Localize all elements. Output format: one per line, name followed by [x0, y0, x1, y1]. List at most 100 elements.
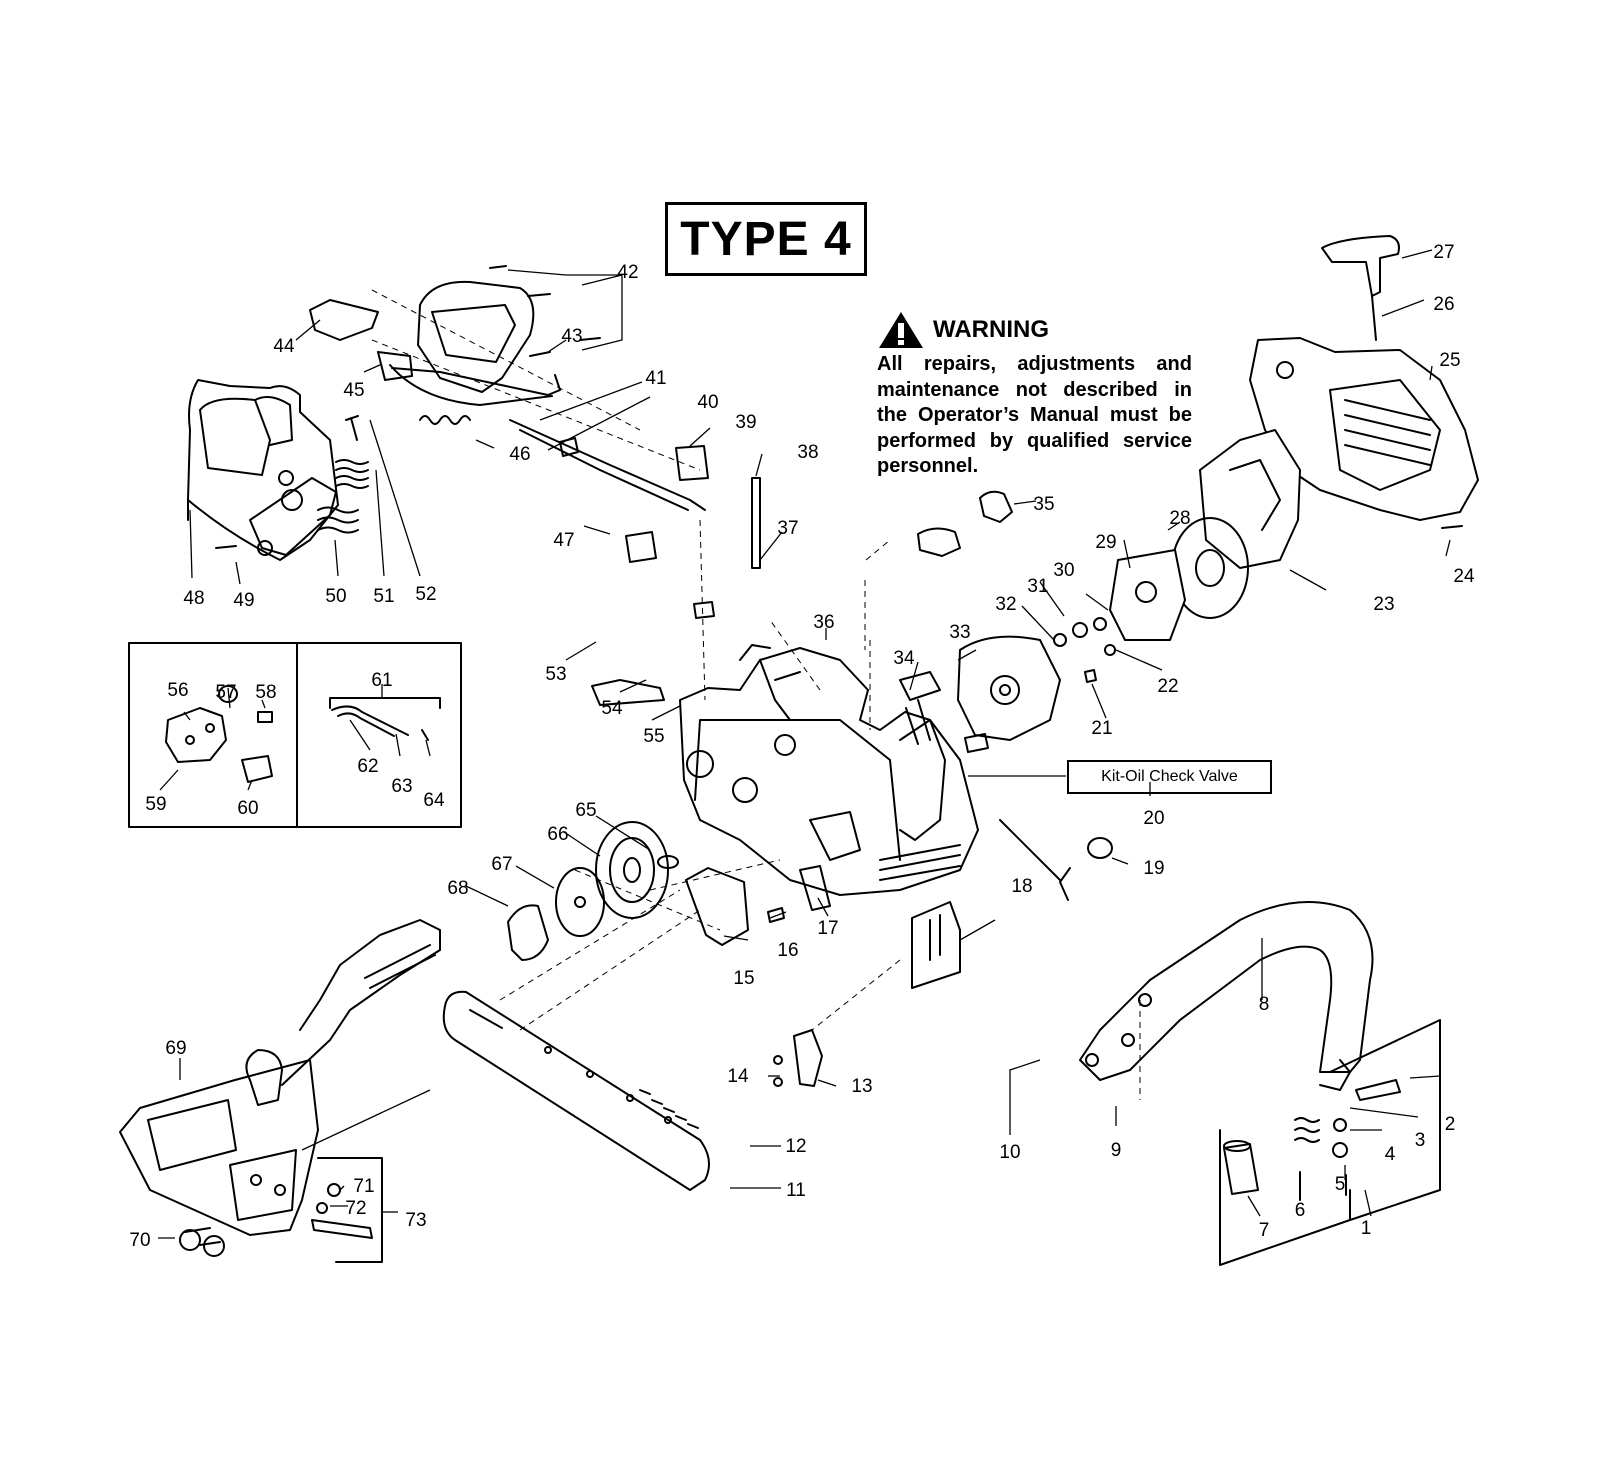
- kit-73-bracket: [317, 1157, 383, 1263]
- bar-stud-parts: [311, 1183, 373, 1239]
- callout-33: 33: [949, 622, 970, 643]
- crankcase-part: [591, 644, 979, 896]
- callout-11: 11: [786, 1180, 806, 1201]
- callout-32: 32: [995, 594, 1016, 615]
- callout-65: 65: [575, 800, 596, 821]
- callout-1: 1: [1361, 1218, 1372, 1239]
- callout-66: 66: [547, 824, 568, 845]
- callout-23: 23: [1373, 594, 1394, 615]
- callout-52: 52: [415, 584, 436, 605]
- callout-labels: 1 2 3 4 5 6 7 8 9 10 11 12 13 14 15 16 1…: [129, 242, 1475, 1251]
- callout-21: 21: [1091, 718, 1112, 739]
- callout-25: 25: [1439, 350, 1460, 371]
- callout-9: 9: [1111, 1140, 1122, 1161]
- callout-4: 4: [1385, 1144, 1396, 1165]
- callout-41: 41: [645, 368, 666, 389]
- callout-45: 45: [343, 380, 364, 401]
- callout-64: 64: [423, 790, 445, 811]
- callout-62: 62: [357, 756, 378, 777]
- av-kit-bracket: [1219, 1019, 1441, 1266]
- springs-part: [215, 415, 369, 549]
- callout-37: 37: [777, 518, 798, 539]
- warning-notice: WARNING All repairs, adjustments and mai…: [877, 310, 1192, 480]
- callout-58: 58: [255, 682, 276, 703]
- warning-triangle-icon: [879, 312, 923, 348]
- small-parts: [625, 445, 761, 619]
- callout-40: 40: [697, 392, 718, 413]
- callout-8: 8: [1259, 994, 1270, 1015]
- callout-19: 19: [1143, 858, 1164, 879]
- callout-6: 6: [1295, 1200, 1306, 1221]
- callout-51: 51: [373, 586, 394, 607]
- callout-36: 36: [813, 612, 834, 633]
- callout-16: 16: [777, 940, 798, 961]
- callout-61: 61: [371, 670, 392, 691]
- callout-2: 2: [1445, 1114, 1456, 1135]
- callout-48: 48: [183, 588, 204, 609]
- callout-53: 53: [545, 664, 566, 685]
- flywheel-parts: [957, 517, 1249, 753]
- callout-55: 55: [643, 726, 664, 747]
- callout-56: 56: [167, 680, 188, 701]
- callout-10: 10: [999, 1142, 1020, 1163]
- callout-43: 43: [561, 326, 582, 347]
- callout-49: 49: [233, 590, 254, 611]
- callout-72: 72: [345, 1198, 366, 1219]
- callout-14: 14: [727, 1066, 749, 1087]
- callout-44: 44: [273, 336, 295, 357]
- callout-13: 13: [851, 1076, 872, 1097]
- clutch-parts: [507, 821, 831, 961]
- callout-73: 73: [405, 1210, 426, 1231]
- oil-tube-part: [999, 819, 1113, 901]
- av-mount-parts: [1223, 1079, 1401, 1201]
- leader-lines: [158, 249, 1451, 1239]
- warning-text: All repairs, adjustments and maintenance…: [877, 353, 1192, 477]
- inset-kits-box: [128, 642, 462, 828]
- callout-59: 59: [145, 794, 166, 815]
- callout-46: 46: [509, 444, 530, 465]
- guide-bar-part: [442, 990, 710, 1191]
- oil-pump-parts: [899, 490, 1013, 745]
- callout-54: 54: [601, 698, 623, 719]
- callout-63: 63: [391, 776, 412, 797]
- callout-69: 69: [165, 1038, 186, 1059]
- callout-27: 27: [1433, 242, 1454, 263]
- throttle-handle-part: [309, 265, 601, 425]
- kit-61-bracket: [329, 697, 441, 709]
- warning-heading: WARNING: [933, 316, 1049, 343]
- callout-31: 31: [1027, 576, 1048, 597]
- callout-17: 17: [817, 918, 838, 939]
- callout-24: 24: [1453, 566, 1475, 587]
- callout-71: 71: [353, 1176, 374, 1197]
- rear-handle-part: [187, 379, 339, 561]
- throttle-rod-part: [509, 419, 706, 511]
- callout-29: 29: [1095, 532, 1116, 553]
- kit-oil-check-valve-label: Kit-Oil Check Valve: [1067, 760, 1272, 794]
- callout-70: 70: [129, 1230, 150, 1251]
- callout-15: 15: [733, 968, 754, 989]
- callout-39: 39: [735, 412, 756, 433]
- callout-60: 60: [237, 798, 258, 819]
- callout-38: 38: [797, 442, 818, 463]
- callout-47: 47: [553, 530, 574, 551]
- callout-68: 68: [447, 878, 468, 899]
- starter-handle-part: [1321, 235, 1400, 341]
- type-title: TYPE 4: [665, 202, 867, 276]
- callout-7: 7: [1259, 1220, 1270, 1241]
- callout-20: 20: [1143, 808, 1164, 829]
- callout-34: 34: [893, 648, 915, 669]
- callout-5: 5: [1335, 1174, 1346, 1195]
- assembly-dash-lines: [371, 289, 1141, 1100]
- front-handle-part: [1079, 901, 1374, 1091]
- sprocket-cover-part: [119, 919, 441, 1257]
- callout-3: 3: [1415, 1130, 1426, 1151]
- callout-50: 50: [325, 586, 346, 607]
- starter-housing-part: [1199, 337, 1479, 569]
- tensioner-parts: [773, 1029, 823, 1087]
- callout-26: 26: [1433, 294, 1454, 315]
- callout-57: 57: [215, 682, 236, 703]
- callout-18: 18: [1011, 876, 1032, 897]
- callout-12: 12: [785, 1136, 806, 1157]
- callout-35: 35: [1033, 494, 1054, 515]
